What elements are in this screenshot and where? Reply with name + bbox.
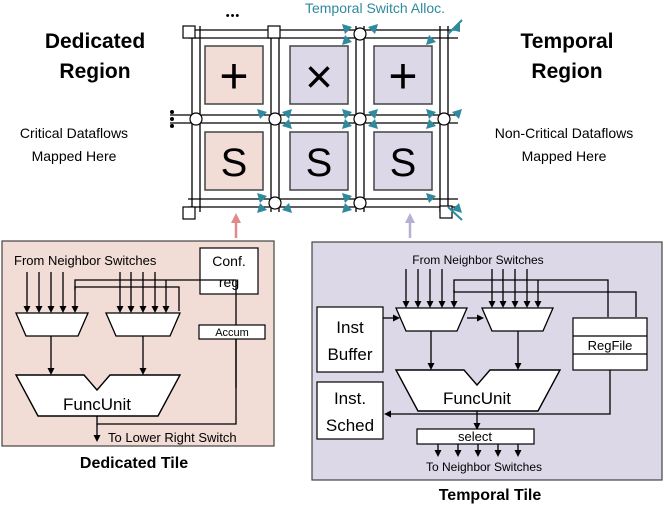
ded-mux1-inputs bbox=[23, 272, 79, 313]
ded-conf-reg-line1: Conf. bbox=[212, 253, 245, 269]
ded-conf-reg-box bbox=[199, 247, 259, 295]
noncritical-note-1: Non-Critical Dataflows bbox=[495, 125, 633, 141]
alloc-pointer bbox=[447, 19, 463, 35]
fu-cell-temporal-2 bbox=[373, 45, 433, 105]
ded-func-unit-label: FuncUnit bbox=[63, 395, 131, 414]
switch-label-1: S bbox=[221, 141, 248, 185]
temporal-switch-alloc-label: Temporal Switch Alloc. bbox=[305, 0, 445, 16]
tmp-func-unit bbox=[394, 369, 562, 412]
ded-feedback-line-2 bbox=[74, 286, 180, 311]
ded-accum-box bbox=[198, 324, 266, 340]
ded-to-lower-right: To Lower Right Switch bbox=[108, 430, 237, 445]
fu-op-add-1: + bbox=[219, 48, 248, 104]
switch-circles bbox=[189, 27, 451, 210]
tmp-regfile-box bbox=[572, 317, 648, 371]
dedicated-region-title-1: Dedicated bbox=[45, 30, 145, 53]
ded-from-neighbors: From Neighbor Switches bbox=[14, 253, 157, 268]
fu-op-add-2: + bbox=[388, 48, 417, 104]
tmp-select-label: select bbox=[458, 429, 492, 444]
ded-accum-label: Accum bbox=[215, 327, 249, 339]
dedicated-tile: From Neighbor Switches Conf. reg Accum bbox=[1, 240, 275, 447]
ellipsis-top: ••• bbox=[226, 10, 241, 22]
ded-conf-reg-line2: reg bbox=[219, 274, 239, 290]
tmp-inst-sched-line2: Sched bbox=[326, 416, 374, 435]
tmp-output-arrows bbox=[434, 444, 522, 457]
tmp-mux-1 bbox=[395, 307, 468, 332]
alloc-pointer-lower bbox=[447, 206, 463, 221]
ded-mux-2 bbox=[105, 312, 181, 337]
critical-note-2: Mapped Here bbox=[32, 148, 117, 164]
temporal-tile: From Neighbor Switches Inst Buffer bbox=[311, 241, 663, 481]
tmp-func-unit-label: FuncUnit bbox=[443, 389, 511, 408]
fu-op-mul: × bbox=[305, 51, 333, 104]
ded-mux-1 bbox=[15, 312, 89, 337]
fabric-grid: + × + S S S ••• bbox=[170, 10, 463, 221]
tmp-inst-sched-box bbox=[316, 381, 384, 440]
ellipsis-left bbox=[170, 110, 174, 128]
noncritical-note-2: Mapped Here bbox=[522, 148, 607, 164]
tmp-inst-sched-line1: Inst. bbox=[334, 389, 366, 408]
switch-cell-temporal-1 bbox=[289, 131, 349, 191]
temporal-region-title-1: Temporal bbox=[521, 30, 614, 53]
tmp-mux-2 bbox=[481, 307, 554, 332]
tmp-regfile-label: RegFile bbox=[588, 338, 633, 353]
ded-mux2-inputs bbox=[116, 272, 170, 313]
switch-nodes bbox=[182, 25, 453, 220]
fu-cell-dedicated bbox=[204, 45, 264, 105]
tmp-mux1-inputs bbox=[402, 269, 458, 308]
tmp-inst-buffer-line1: Inst bbox=[336, 318, 364, 337]
fu-cell-temporal-1 bbox=[289, 45, 349, 105]
switch-cell-temporal-2 bbox=[373, 131, 433, 191]
ded-caption: Dedicated Tile bbox=[80, 455, 188, 472]
switch-label-3: S bbox=[390, 141, 417, 185]
switch-label-2: S bbox=[306, 141, 333, 185]
tmp-select-box bbox=[416, 428, 535, 445]
tmp-inst-buffer-line2: Buffer bbox=[327, 345, 372, 364]
critical-note-1: Critical Dataflows bbox=[20, 125, 128, 141]
ded-func-unit bbox=[14, 374, 182, 417]
tmp-caption: Temporal Tile bbox=[439, 487, 542, 504]
tmp-to-neighbors: To Neighbor Switches bbox=[426, 460, 542, 474]
temporal-region-title-2: Region bbox=[531, 60, 602, 83]
tmp-inst-buffer-box bbox=[316, 306, 384, 373]
tmp-from-neighbors: From Neighbor Switches bbox=[412, 253, 543, 267]
tmp-mux2-inputs bbox=[488, 269, 542, 308]
switch-cell-dedicated bbox=[204, 131, 264, 191]
dedicated-region-title-2: Region bbox=[59, 60, 130, 83]
